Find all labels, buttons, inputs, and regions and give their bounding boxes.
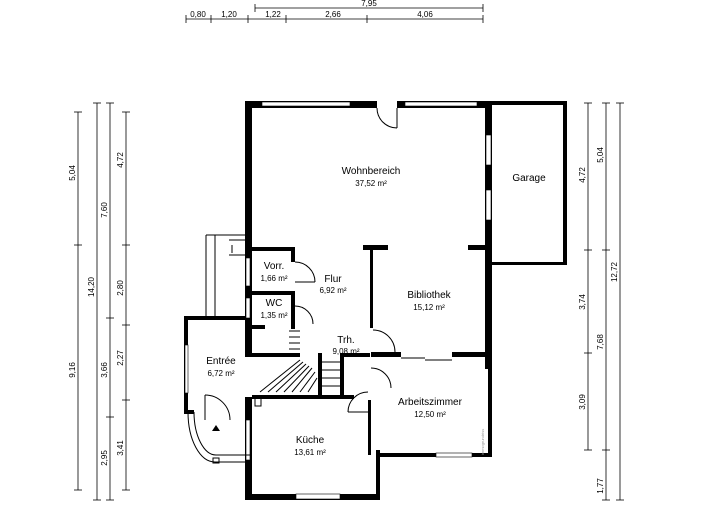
room-wc-area: 1,35 m² xyxy=(260,311,287,320)
dim-right-col1-2: 3,74 xyxy=(578,294,587,310)
walls xyxy=(184,101,567,500)
room-bibliothek-name: Bibliothek xyxy=(407,290,451,301)
room-arbeitszimmer-name: Arbeitszimmer xyxy=(398,397,463,408)
dim-left-col4-4: 3,41 xyxy=(116,440,125,456)
dim-left-col3-1: 7,60 xyxy=(100,202,109,218)
dim-right-col2-1: 5,04 xyxy=(596,147,605,163)
room-labels: Wohnbereich 37,52 m² Garage Vorr. 1,66 m… xyxy=(206,166,546,457)
entrance-arrow-icon xyxy=(212,425,220,431)
dimension-labels: 7,95 0,80 1,20 1,22 2,66 4,06 9,16 5,04 … xyxy=(68,0,619,494)
room-vorr-area: 1,66 m² xyxy=(260,274,287,283)
room-trh-name: Trh. xyxy=(337,335,354,346)
dim-left-col2-2: 14,20 xyxy=(87,276,96,297)
room-entree-name: Entrée xyxy=(206,356,236,367)
room-entree-area: 6,72 m² xyxy=(207,369,234,378)
dim-left-outer: 9,16 xyxy=(68,362,77,378)
thin-details xyxy=(187,107,452,464)
dim-top-total: 7,95 xyxy=(361,0,377,8)
room-wc-name: WC xyxy=(266,298,283,309)
dim-top-5: 4,06 xyxy=(417,10,433,19)
dim-right-col3-1: 12,72 xyxy=(610,261,619,282)
dim-right-col1-1: 4,72 xyxy=(578,167,587,183)
dim-right-col1-3: 3,09 xyxy=(578,394,587,410)
windows xyxy=(184,101,492,500)
dim-left-col4-1: 4,72 xyxy=(116,152,125,168)
dim-top-1: 0,80 xyxy=(190,10,206,19)
dim-right-col2-3: 1,77 xyxy=(596,478,605,494)
dim-left-col3-2: 3,66 xyxy=(100,362,109,378)
room-wohnbereich-name: Wohnbereich xyxy=(342,166,401,177)
room-flur-area: 6,92 m² xyxy=(319,286,346,295)
room-garage-name: Garage xyxy=(512,173,546,184)
room-bibliothek-area: 15,12 m² xyxy=(413,303,445,312)
watermark: immogrundriss xyxy=(480,429,485,455)
room-arbeitszimmer-area: 12,50 m² xyxy=(414,410,446,419)
room-flur-name: Flur xyxy=(324,274,342,285)
room-trh-area: 9,08 m² xyxy=(332,347,359,356)
dim-left-col3-3: 2,95 xyxy=(100,450,109,466)
dim-right-col2-2: 7,68 xyxy=(596,334,605,350)
room-kueche-area: 13,61 m² xyxy=(294,448,326,457)
room-kueche-name: Küche xyxy=(296,435,325,446)
room-wohnbereich-area: 37,52 m² xyxy=(355,179,387,188)
dim-top-3: 1,22 xyxy=(265,10,281,19)
dimension-lines xyxy=(74,4,624,501)
room-vorr-name: Vorr. xyxy=(264,261,285,272)
dim-top-2: 1,20 xyxy=(221,10,237,19)
dim-left-col2-1: 5,04 xyxy=(68,165,77,181)
dim-top-4: 2,66 xyxy=(325,10,341,19)
dim-left-col4-2: 2,80 xyxy=(116,280,125,296)
dim-left-col4-3: 2,27 xyxy=(116,350,125,366)
